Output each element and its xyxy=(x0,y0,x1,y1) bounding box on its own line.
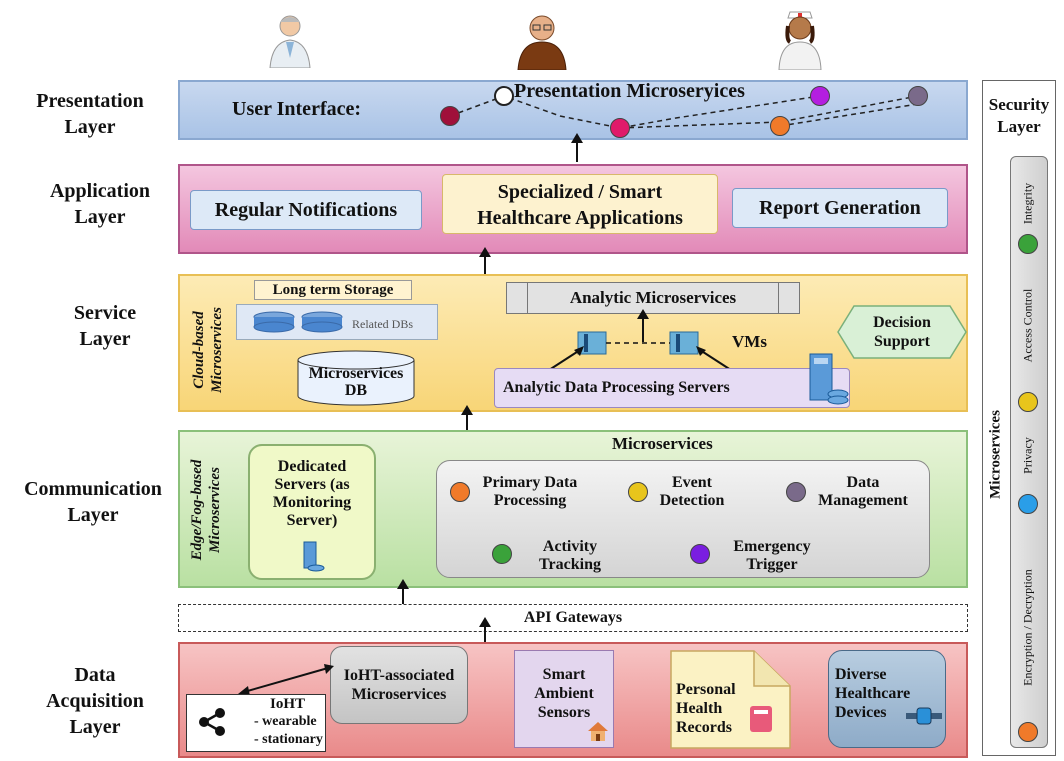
emergency-trigger-dot xyxy=(690,544,710,564)
arrow-app-to-presentation xyxy=(571,133,583,162)
report-generation-box: Report Generation xyxy=(732,188,948,228)
encryption-label: Encryption / Decryption xyxy=(1020,569,1035,686)
event-detection-label: Event Detection xyxy=(659,474,725,509)
wearable-device-icon xyxy=(906,707,942,725)
ioht-microservices-box: IoHT-associated Microservices xyxy=(330,646,468,724)
related-dbs-label: Related DBs xyxy=(352,317,413,331)
smart-sensors-box: Smart Ambient Sensors xyxy=(514,650,614,748)
encryption-dot xyxy=(1018,722,1038,742)
service-side-label-2: Microservices xyxy=(209,307,225,393)
integrity-dot xyxy=(1018,234,1038,254)
home-icon xyxy=(588,722,608,741)
doctor-avatar-icon xyxy=(268,12,312,69)
presentation-microservices-label: Presentation Microseryices xyxy=(514,80,745,102)
api-gateways-label: API Gateways xyxy=(523,609,623,626)
data-acquisition-layer-label: Data Acquisition Layer xyxy=(46,664,144,738)
arrow-comm-to-service xyxy=(461,405,473,430)
data-management-dot xyxy=(786,482,806,502)
microservices-title: Microservices xyxy=(612,434,713,453)
integrity-label: Integrity xyxy=(1020,182,1035,225)
nurse-avatar-icon xyxy=(776,10,824,71)
analytic-servers-label: Analytic Data Processing Servers xyxy=(503,379,730,396)
ioht-stationary: - stationary xyxy=(254,732,323,747)
presentation-node-white xyxy=(494,86,514,106)
vm-servers-icon xyxy=(577,331,699,355)
presentation-node-crimson xyxy=(440,106,460,126)
share-icon xyxy=(199,708,225,736)
api-gateways-box: API Gateways xyxy=(178,604,968,632)
ioht-link-arrow xyxy=(238,664,334,696)
analytic-bar-left-cap xyxy=(527,283,528,313)
activity-tracking-dot xyxy=(492,544,512,564)
diverse-devices-label: Diverse Healthcare Devices xyxy=(835,666,911,721)
arrow-service-to-app xyxy=(479,247,491,274)
smart-sensors-label: Smart Ambient Sensors xyxy=(534,666,594,721)
event-detection-dot xyxy=(628,482,648,502)
regular-notifications-box: Regular Notifications xyxy=(190,190,422,230)
vms-label: VMs xyxy=(732,332,767,351)
ioht-microservices-label: IoHT-associated Microservices xyxy=(343,667,455,703)
personal-records-label: Personal Health Records xyxy=(676,681,736,736)
server-tower-icon xyxy=(809,353,849,405)
long-term-storage-label: Long term Storage xyxy=(254,280,412,300)
dedicated-servers-label: Dedicated Servers (as Monitoring Server) xyxy=(272,458,352,529)
communication-side-label: Edge/Fog-based Microservices xyxy=(188,440,228,580)
security-layer-label: Security Layer xyxy=(988,95,1050,136)
diverse-devices-box: Diverse Healthcare Devices xyxy=(828,650,946,748)
database-disks-icon xyxy=(253,311,343,333)
microservices-panel xyxy=(436,460,930,578)
service-side-label-1: Cloud-based xyxy=(191,311,207,389)
smart-healthcare-apps-label: Specialized / Smart Healthcare Applicati… xyxy=(477,181,683,229)
presentation-layer-label: Presentation Layer xyxy=(36,90,144,138)
ioht-title: IoHT xyxy=(270,696,306,712)
activity-tracking-label: Activity Tracking xyxy=(539,538,601,573)
access-control-dot xyxy=(1018,392,1038,412)
smart-healthcare-apps-box: Specialized / Smart Healthcare Applicati… xyxy=(442,174,718,234)
primary-data-label: Primary Data Processing xyxy=(482,474,578,509)
application-layer-label: Application Layer xyxy=(49,180,151,228)
decision-support-label: Decision Support xyxy=(852,310,952,354)
security-microservices-panel xyxy=(1010,156,1048,748)
decision-support-text: Decision Support xyxy=(873,314,931,350)
presentation-node-purple-gray xyxy=(908,86,928,106)
health-records-box xyxy=(670,650,791,749)
communication-side-label-2: Microservices xyxy=(207,467,223,553)
ioht-devices-box xyxy=(186,694,326,752)
arrow-vm-to-analytic xyxy=(637,309,649,342)
decision-support-hexagon xyxy=(837,305,967,359)
analytic-bar-right-cap xyxy=(778,283,779,313)
microservices-db-label: Microservices DB xyxy=(300,364,412,400)
analytic-microservices-box: Analytic Microservices xyxy=(506,282,800,314)
presentation-node-orange xyxy=(770,116,790,136)
patient-avatar-icon xyxy=(516,12,568,71)
primary-data-dot xyxy=(450,482,470,502)
security-microservices-label: Microservices xyxy=(987,410,1004,499)
presentation-layer-band xyxy=(178,80,968,140)
user-interface-label: User Interface: xyxy=(232,98,362,120)
presentation-node-violet xyxy=(810,86,830,106)
service-layer-label: Service Layer xyxy=(73,302,137,350)
analytic-servers-box: Analytic Data Processing Servers xyxy=(494,368,850,408)
arrow-api-to-comm xyxy=(397,579,409,606)
microservices-db-text: Microservices DB xyxy=(308,365,404,399)
emergency-trigger-label: Emergency Trigger xyxy=(733,538,811,573)
presentation-node-magenta xyxy=(610,118,630,138)
regular-notifications-label: Regular Notifications xyxy=(214,198,398,221)
privacy-dot xyxy=(1018,494,1038,514)
microservices-db-cylinder-icon xyxy=(297,350,415,406)
ioht-wearable: - wearable xyxy=(254,714,317,729)
arrow-data-to-api xyxy=(479,617,491,644)
monitoring-server-icon xyxy=(303,541,325,572)
communication-layer-label: Communication Layer xyxy=(24,478,162,526)
communication-side-label-1: Edge/Fog-based xyxy=(189,459,205,561)
data-management-label: Data Management xyxy=(818,474,908,509)
access-control-label: Access Control xyxy=(1020,288,1035,363)
report-generation-label: Report Generation xyxy=(759,196,921,219)
analytic-microservices-label: Analytic Microservices xyxy=(569,288,737,307)
long-term-storage-text: Long term Storage xyxy=(272,281,394,298)
service-side-label: Cloud-based Microservices xyxy=(190,290,230,410)
privacy-label: Privacy xyxy=(1020,437,1035,474)
